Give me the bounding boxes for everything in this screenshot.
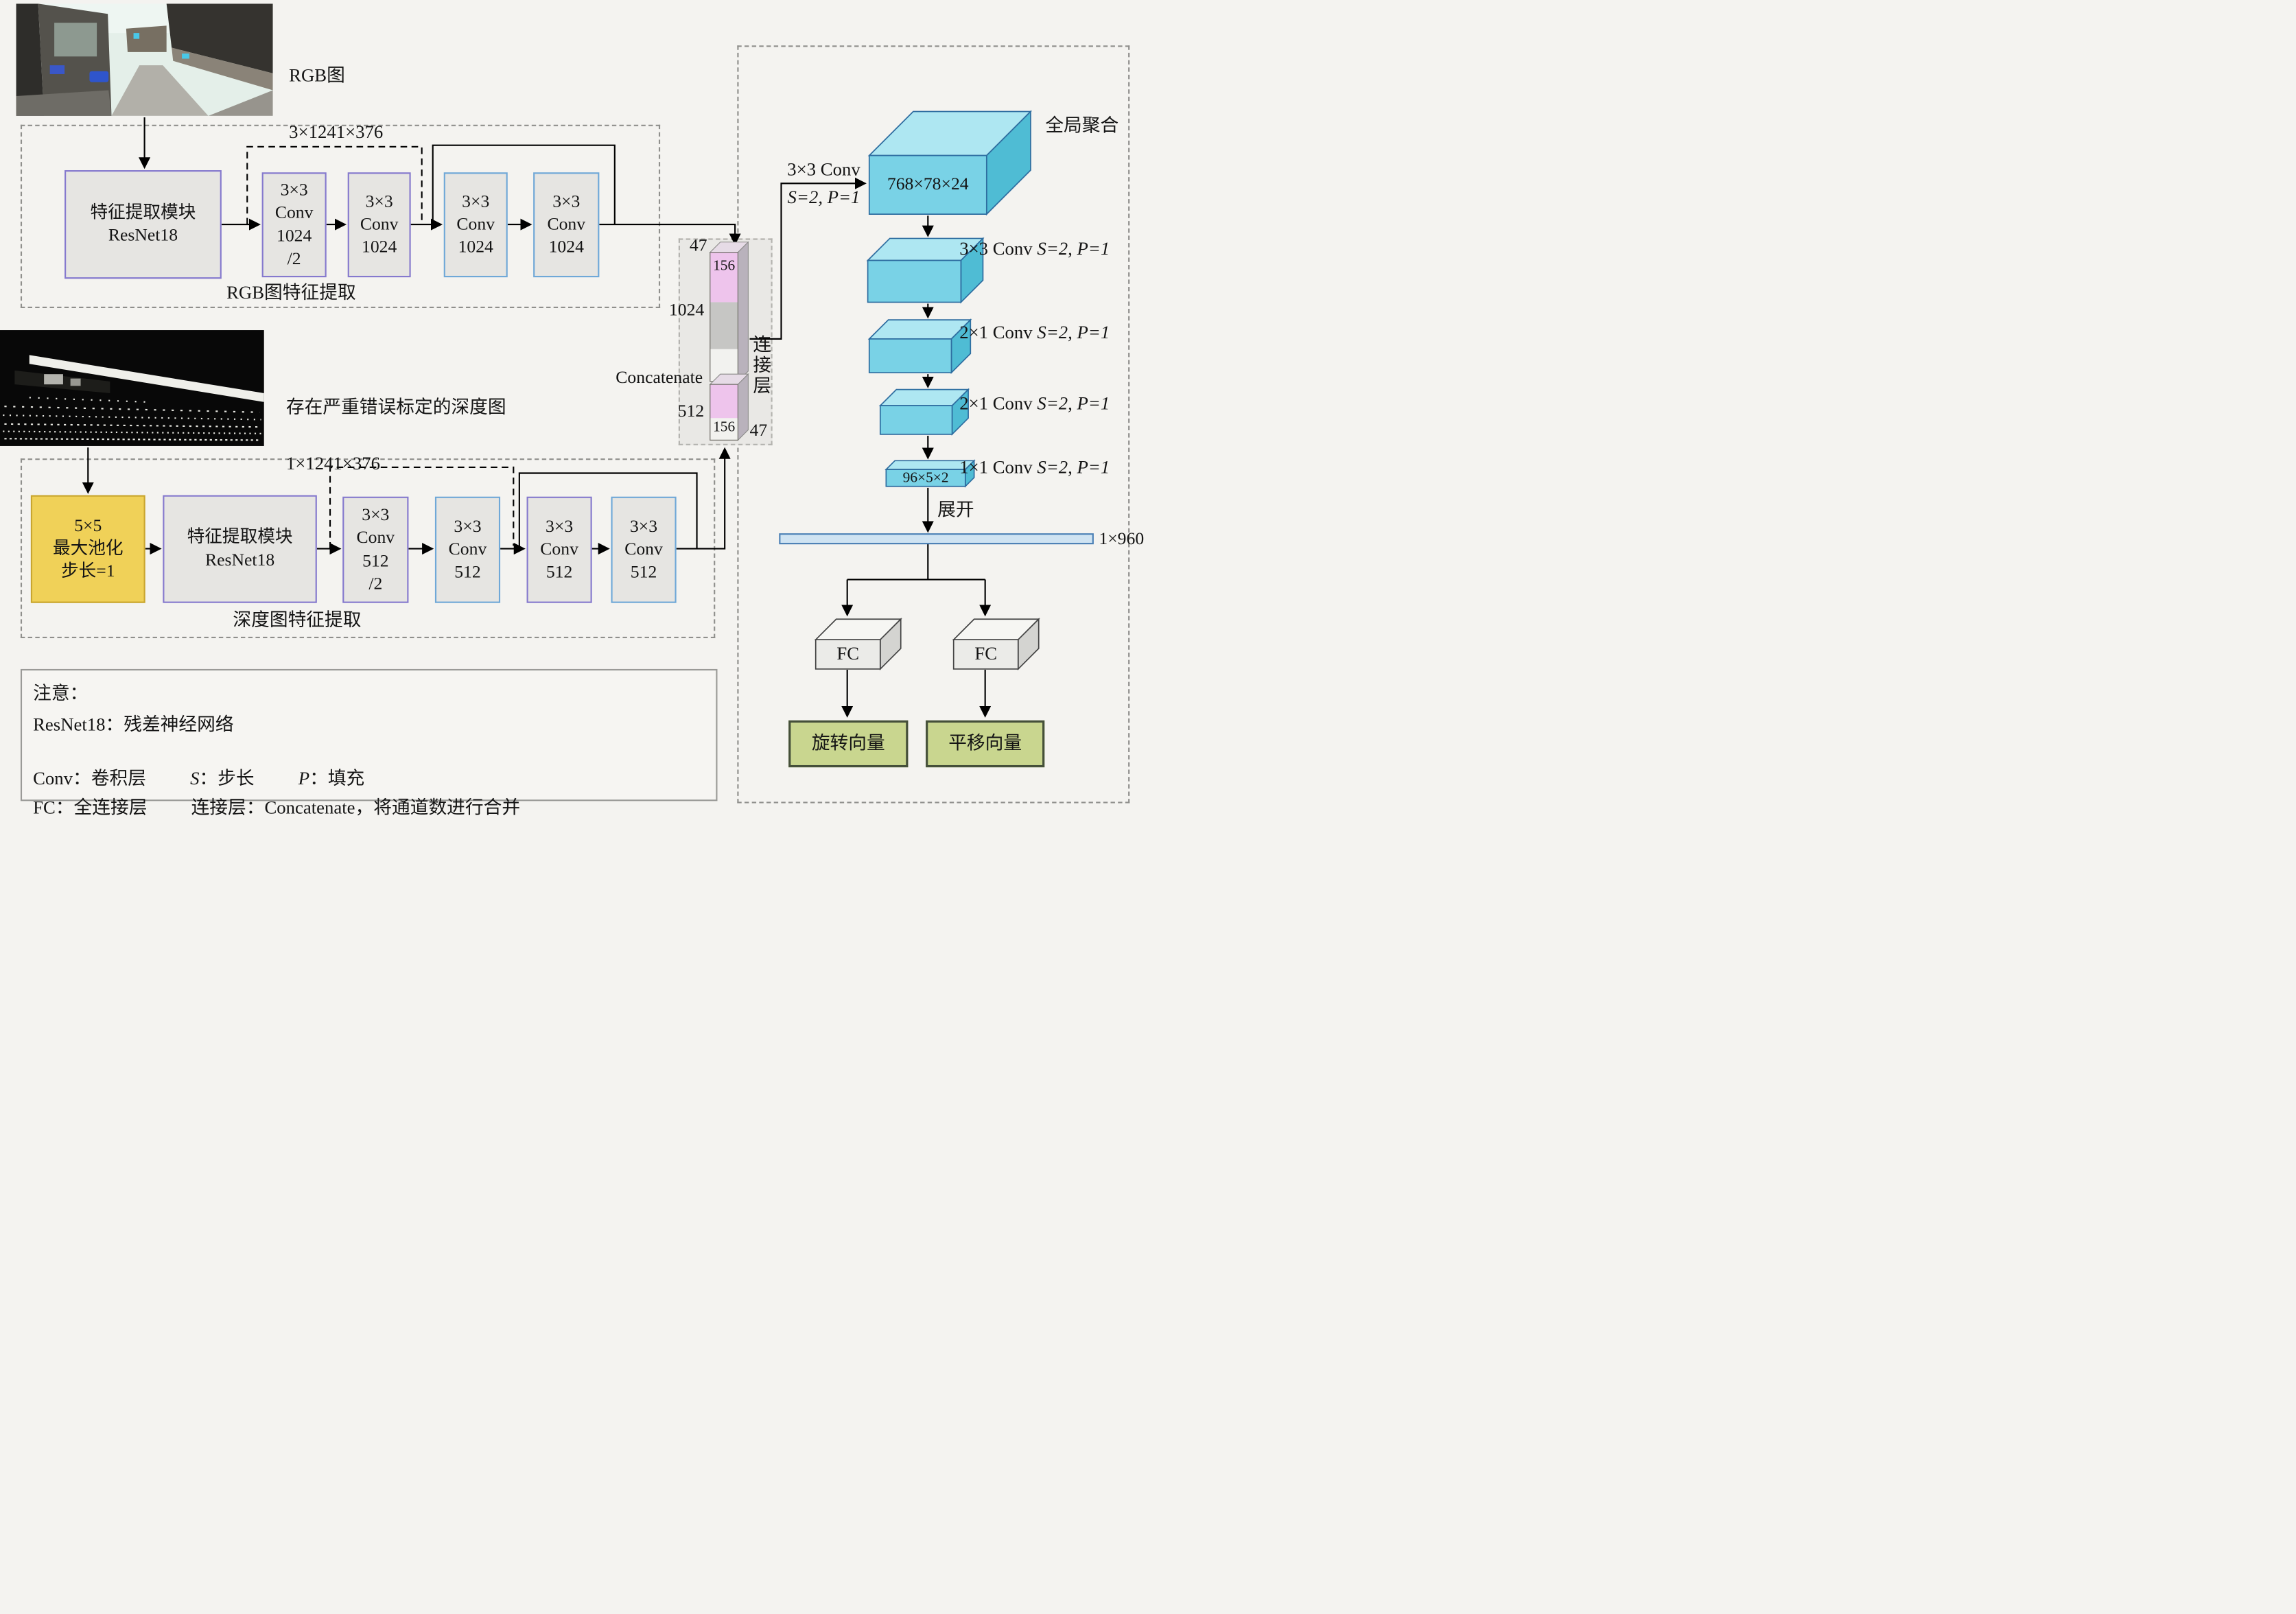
legend-box xyxy=(20,668,718,802)
step-label-1: 3×3 Conv S=2, P=1 xyxy=(959,239,1110,259)
depth-branch-arrows xyxy=(82,447,731,555)
feature-cube-2 xyxy=(866,237,985,304)
rgb-image-dims: 3×1241×376 xyxy=(289,122,384,143)
rgb-conv3-box: 3×3 Conv 1024 xyxy=(443,172,508,278)
depth-conv3-box: 3×3 Conv 512 xyxy=(526,496,592,603)
step-label-3: 2×1 Conv S=2, P=1 xyxy=(959,394,1110,414)
depth-residual-skip-solid xyxy=(518,472,698,549)
connector-layer xyxy=(82,110,1094,718)
feature-cube-1-dims: 768×78×24 xyxy=(887,174,969,194)
concat-top-channels-label: 1024 xyxy=(668,301,705,320)
concat-bottom-bar xyxy=(709,373,749,441)
concat-bottom-channels-label: 512 xyxy=(677,401,705,421)
feature-cube-5-dims: 96×5×2 xyxy=(902,469,949,486)
feature-cube-1 xyxy=(867,110,1033,216)
rgb-backbone-box: 特征提取模块 ResNet18 xyxy=(65,170,222,279)
rgb-branch-arrows xyxy=(139,117,741,246)
feature-cube-3 xyxy=(867,318,972,375)
flatten-label: 展开 xyxy=(937,500,974,520)
depth-map-illustration xyxy=(0,330,264,446)
concatenate-label: Concatenate xyxy=(616,368,703,388)
step-label-4: 1×1 Conv S=2, P=1 xyxy=(959,458,1110,478)
concat-bottom-inner-label: 156 xyxy=(713,419,736,435)
architecture-figure: RGB图 3×1241×376 存在严重错误标定的深度图 1×1241×376 … xyxy=(0,0,1145,818)
step-label-2: 2×1 Conv S=2, P=1 xyxy=(959,323,1110,343)
depth-image-dims: 1×1241×376 xyxy=(285,454,380,474)
fc-left-label: FC xyxy=(836,644,860,664)
concat-top-inner-label: 156 xyxy=(713,257,736,274)
rgb-conv2-box: 3×3 Conv 1024 xyxy=(347,172,411,278)
feature-cube-5 xyxy=(885,459,976,488)
rgb-conv1-box: 3×3 Conv 1024 /2 xyxy=(261,172,327,278)
fc-right-label: FC xyxy=(974,644,998,664)
concat-bottom-width-label: 47 xyxy=(749,421,768,441)
feature-cube-4 xyxy=(878,388,970,436)
concat-top-width-label: 47 xyxy=(689,236,707,256)
rgb-residual-skip-dashed xyxy=(246,145,423,225)
depth-conv4-box: 3×3 Conv 512 xyxy=(611,496,677,603)
rgb-image-title: RGB图 xyxy=(289,65,345,86)
fc-right-cube xyxy=(952,618,1040,670)
fc-left-cube xyxy=(814,618,902,670)
depth-branch-caption: 深度图特征提取 xyxy=(233,610,362,631)
legend-fc-line: FC：全连接层连接层：Concatenate，将通道数进行合并 xyxy=(33,798,521,818)
maxpool-box: 5×5 最大池化 步长=1 xyxy=(30,495,145,603)
entry-params-label: S=2, P=1 xyxy=(787,187,860,208)
flatten-vector-bar xyxy=(779,533,1094,545)
rgb-residual-skip-solid xyxy=(432,144,616,225)
head-arrows xyxy=(749,177,992,718)
depth-image-title: 存在严重错误标定的深度图 xyxy=(285,397,506,417)
rgb-branch-caption: RGB图特征提取 xyxy=(226,283,356,303)
rgb-branch-container xyxy=(20,124,661,308)
street-scene-illustration xyxy=(16,3,273,116)
legend-resnet-line: ResNet18：残差神经网络 xyxy=(33,715,234,736)
depth-conv2-box: 3×3 Conv 512 xyxy=(434,496,501,603)
depth-input-image xyxy=(0,330,264,446)
translation-vector-box: 平移向量 xyxy=(926,720,1045,768)
legend-title: 注意： xyxy=(33,683,89,704)
rotation-vector-box: 旋转向量 xyxy=(788,720,909,768)
rgb-conv4-box: 3×3 Conv 1024 xyxy=(533,172,600,278)
entry-conv-label: 3×3 Conv xyxy=(787,160,860,180)
depth-backbone-box: 特征提取模块 ResNet18 xyxy=(163,495,317,603)
global-pool-label: 全局聚合 xyxy=(1045,115,1119,136)
concat-to-head-arrow xyxy=(749,177,867,340)
depth-conv1-box: 3×3 Conv 512 /2 xyxy=(342,496,409,603)
vector-size-label: 1×960 xyxy=(1099,529,1145,549)
rgb-input-image xyxy=(16,3,273,116)
concat-layer-label: 连接层 xyxy=(750,334,771,397)
